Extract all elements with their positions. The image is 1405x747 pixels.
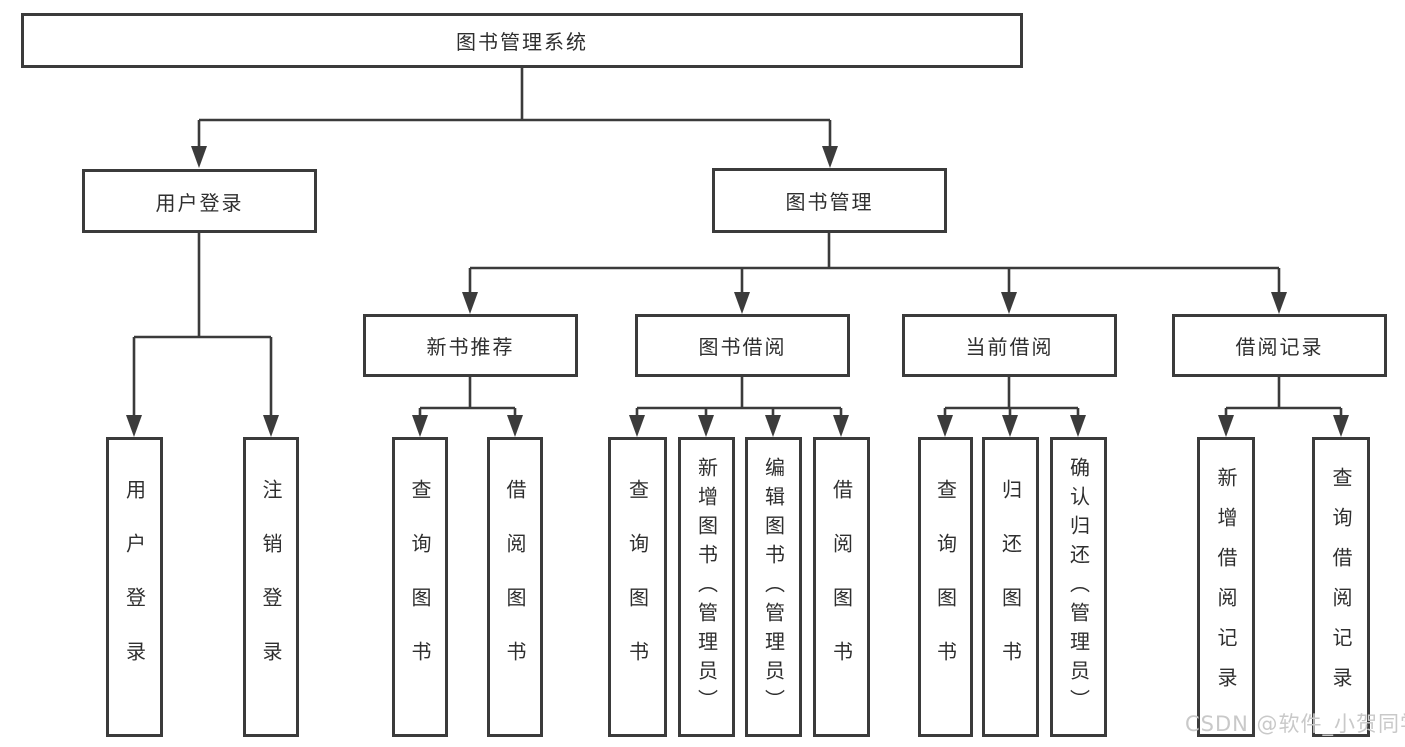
node-new-book-recommend: 新书推荐 [363,314,578,377]
node-leaf-user-login: 用户登录 [106,437,163,737]
node-leaf-add-borrow-record: 新增借阅记录 [1197,437,1255,737]
node-book-borrow: 图书借阅 [635,314,850,377]
node-borrow-records: 借阅记录 [1172,314,1387,377]
node-root: 图书管理系统 [21,13,1023,68]
arrowheads [126,146,1349,437]
node-leaf-query-books-current: 查询图书 [918,437,973,737]
node-leaf-borrow-books: 借阅图书 [813,437,870,737]
node-leaf-query-books-borrow: 查询图书 [608,437,667,737]
node-user-login: 用户登录 [82,169,317,233]
watermark: CSDN @软件_小贺同学 [1185,712,1405,736]
node-leaf-confirm-return-admin: 确认归还（管理员） [1050,437,1107,737]
node-leaf-add-book-admin: 新增图书（管理员） [678,437,735,737]
node-leaf-edit-book-admin: 编辑图书（管理员） [745,437,802,737]
node-current-borrow: 当前借阅 [902,314,1117,377]
node-leaf-return-books: 归还图书 [982,437,1039,737]
node-leaf-borrow-books-recommend: 借阅图书 [487,437,543,737]
node-leaf-query-borrow-record: 查询借阅记录 [1312,437,1370,737]
node-book-management: 图书管理 [712,168,947,233]
node-leaf-logout: 注销登录 [243,437,299,737]
node-leaf-query-books-recommend: 查询图书 [392,437,448,737]
